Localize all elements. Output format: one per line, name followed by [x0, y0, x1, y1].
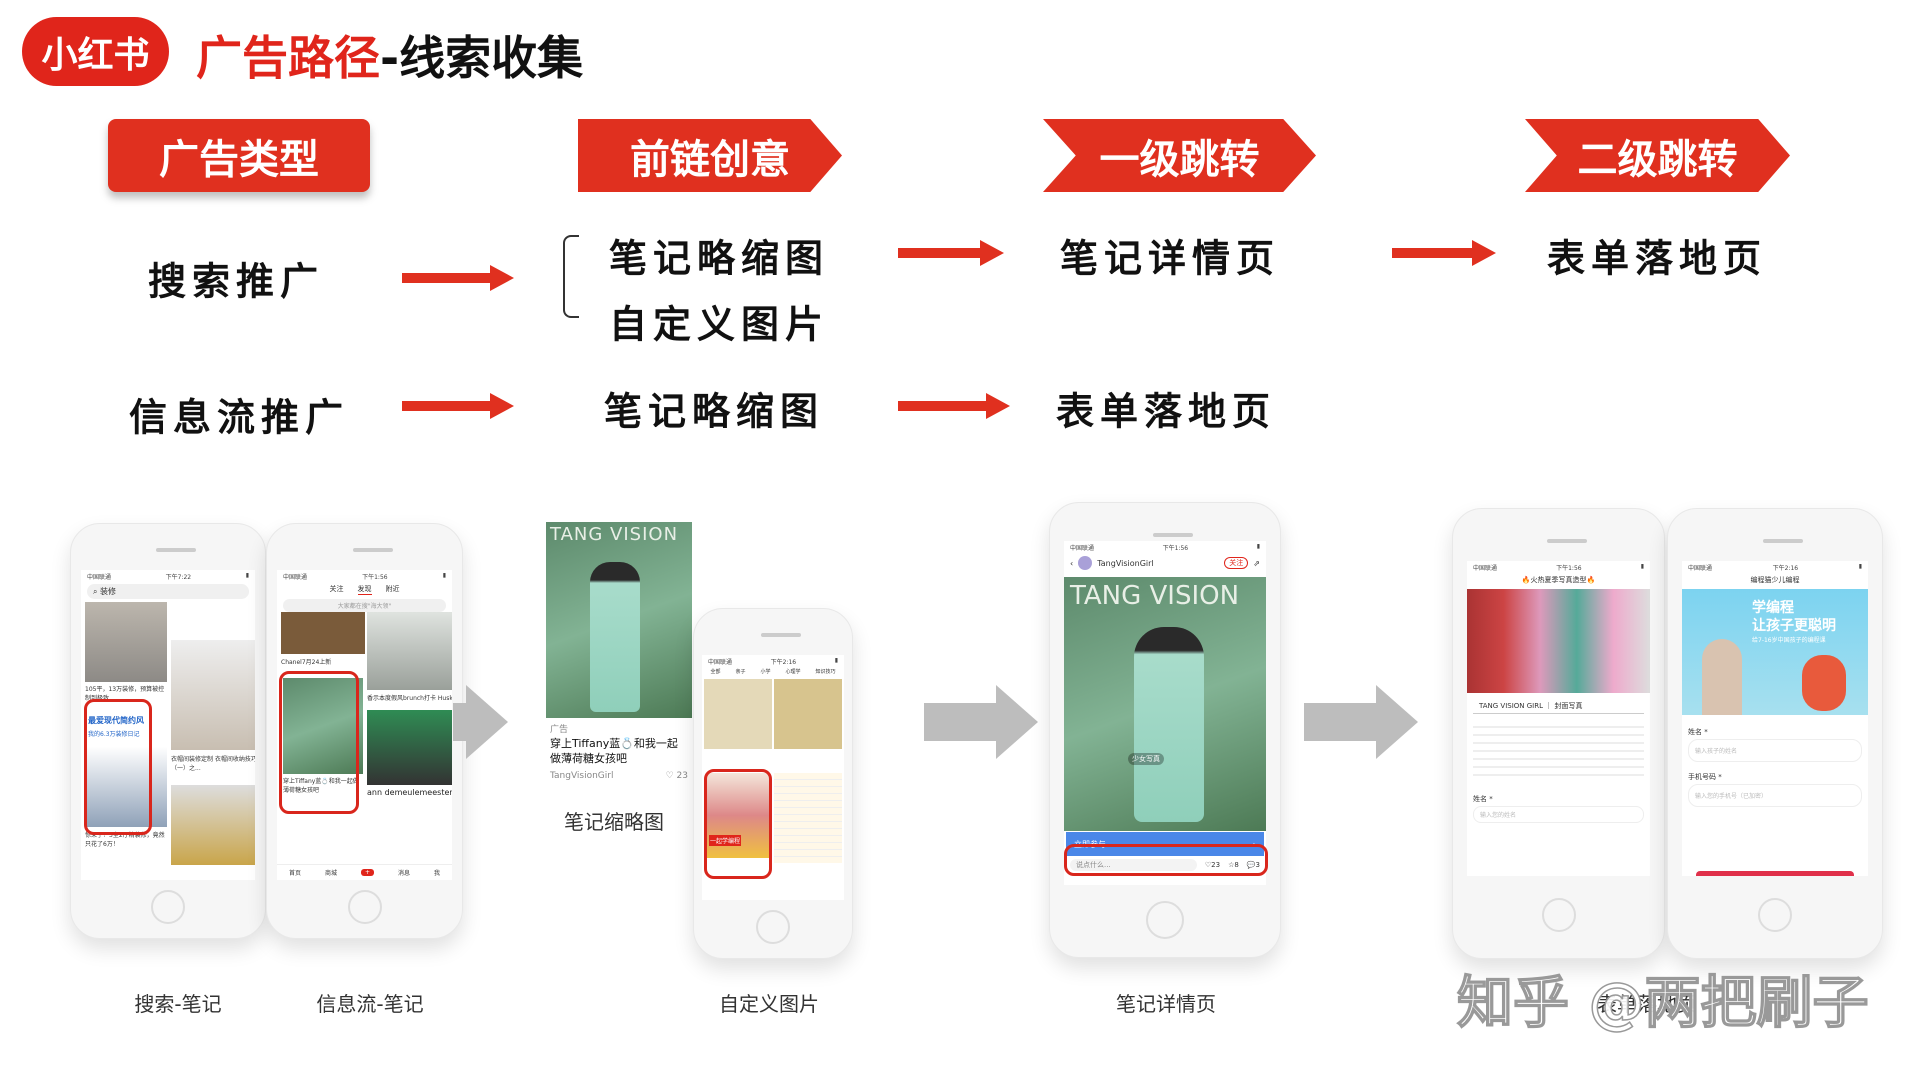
cartoon-image	[774, 679, 842, 749]
bags-image	[281, 612, 365, 654]
feed-item-title: ann demeulemeester	[367, 788, 452, 797]
note-detail-phone: 中国联通下午1:56▮ ‹ TangVisionGirl 关注 ⇗ TANG V…	[1049, 502, 1281, 958]
phone-screen: 中国联通下午1:56▮ 🔥火热夏季写真造型🔥 TANG VISION GIRL …	[1467, 561, 1650, 876]
livingroom-image	[171, 785, 255, 865]
caption-search-note: 搜索-笔记	[134, 992, 222, 1016]
star-button[interactable]: ☆8	[1228, 861, 1239, 869]
follow-button[interactable]: 关注	[1224, 557, 1249, 569]
feed-creative-note-thumbnail: 笔记略缩图	[604, 389, 825, 434]
note-image: TANG VISION 少女写真	[1064, 577, 1266, 831]
nav-add[interactable]: +	[360, 869, 374, 876]
back-icon[interactable]: ‹	[1070, 558, 1074, 568]
note-thumbnail-card[interactable]: TANG VISION 广告 穿上Tiffany蓝💍和我一起做薄荷糖女孩吧 Ta…	[546, 522, 692, 804]
caption-note-thumbnail: 笔记缩略图	[564, 810, 664, 834]
search-input[interactable]: ⌕ 装修	[87, 584, 249, 599]
table-image	[774, 773, 842, 863]
nav-mall[interactable]: 商城	[324, 870, 337, 877]
caption-form-landing: 表单落地页	[1597, 992, 1697, 1016]
home-button	[1541, 898, 1576, 932]
phone-screen: 中国联通下午7:22▮ ⌕ 装修 105平，13万装修，预算被控制到极致 衣帽间…	[81, 570, 255, 880]
landing-page-phone-1: 中国联通下午1:56▮ 🔥火热夏季写真造型🔥 TANG VISION GIRL …	[1452, 508, 1665, 959]
author[interactable]: TangVisionGirl	[550, 770, 614, 781]
home-button	[1758, 898, 1792, 932]
bottom-nav: 首页 商城 + 消息 我	[277, 864, 452, 880]
feed-note-phone: 中国联通下午1:56▮ 关注 发现 附近 大家都在搜"海大领" Chanel7月…	[266, 523, 463, 939]
caption-custom-image: 自定义图片	[719, 992, 819, 1016]
nav-home[interactable]: 首页	[288, 870, 301, 877]
phone-screen: 中国联通下午2:16▮ 全部亲子小学心理学知识技巧 一起学编程	[702, 655, 844, 900]
first-jump-note-detail: 笔记详情页	[1060, 236, 1281, 281]
name-input[interactable]: 输入您的姓名	[1473, 806, 1644, 823]
woman-image	[367, 612, 452, 690]
tab-follow[interactable]: 关注	[329, 585, 344, 593]
zhihu-watermark: 知乎 @两把刷子	[1456, 970, 1869, 1037]
share-icon[interactable]: ⇗	[1253, 558, 1260, 568]
cartoon-image	[704, 679, 772, 749]
likes[interactable]: ♡ 23	[665, 770, 688, 781]
comment-button[interactable]: 💬3	[1246, 861, 1260, 869]
caption-note-detail: 笔记详情页	[1116, 992, 1216, 1016]
red-arrow-icon	[402, 265, 514, 291]
nav-messages[interactable]: 消息	[397, 870, 410, 877]
avatar[interactable]	[1078, 556, 1093, 570]
like-button[interactable]: ♡23	[1204, 861, 1221, 869]
feed-promo-label: 信息流推广	[129, 395, 350, 440]
photo-grid	[1467, 589, 1650, 693]
header-second-jump: 二级跳转	[1525, 119, 1790, 192]
search-input[interactable]: 大家都在搜"海大领"	[283, 599, 446, 612]
header-first-jump: 一级跳转	[1043, 119, 1316, 192]
room-image	[85, 602, 167, 682]
ad-note-image[interactable]: 最爱现代简约风 我的6.3万装修日记	[85, 712, 167, 827]
tab-nearby[interactable]: 附近	[385, 585, 400, 593]
header-ad-type: 广告类型	[108, 119, 370, 192]
landing-page-phone-2: 中国联通下午2:16▮ 编程猫少儿编程 学编程 让孩子更聪明 给7-16岁中国孩…	[1667, 508, 1883, 959]
closet-image	[171, 640, 255, 750]
bracket-icon	[563, 235, 579, 318]
phone-screen: 中国联通下午1:56▮ ‹ TangVisionGirl 关注 ⇗ TANG V…	[1064, 541, 1266, 885]
second-jump-form-landing: 表单落地页	[1547, 236, 1768, 281]
coding-banner: 学编程 让孩子更聪明 给7-16岁中国孩子的编程课	[1682, 589, 1868, 715]
caption-feed-note: 信息流-笔记	[316, 992, 424, 1016]
note-cover-image: TANG VISION	[546, 522, 692, 718]
red-arrow-icon	[898, 240, 1004, 266]
gray-arrow-icon	[1304, 685, 1418, 759]
red-arrow-icon	[898, 393, 1010, 419]
title-rest: -线索收集	[380, 31, 584, 85]
title-highlight: 广告路径	[196, 31, 380, 85]
home-button	[756, 910, 790, 944]
xiaohongshu-logo: 小红书	[22, 17, 169, 86]
phone-input[interactable]: 输入您的手机号（已加密）	[1688, 784, 1862, 807]
search-promo-label: 搜索推广	[148, 259, 325, 304]
tang-vision-ad-image[interactable]	[283, 678, 363, 774]
home-button	[151, 890, 185, 924]
search-note-phone: 中国联通下午7:22▮ ⌕ 装修 105平，13万装修，预算被控制到极致 衣帽间…	[70, 523, 266, 939]
phone-screen: 中国联通下午2:16▮ 编程猫少儿编程 学编程 让孩子更聪明 给7-16岁中国孩…	[1682, 561, 1868, 876]
home-button	[347, 890, 382, 924]
gray-arrow-icon	[453, 685, 508, 759]
submit-button[interactable]	[1696, 871, 1854, 876]
shoes-image	[367, 710, 452, 785]
tab-discover[interactable]: 发现	[357, 585, 372, 595]
red-arrow-icon	[1392, 240, 1496, 266]
tag[interactable]: 少女写真	[1128, 753, 1164, 765]
child-name-input[interactable]: 输入孩子的姓名	[1688, 739, 1862, 762]
header-front-creative: 前链创意	[578, 119, 842, 192]
red-arrow-icon	[402, 393, 514, 419]
phone-screen: 中国联通下午1:56▮ 关注 发现 附近 大家都在搜"海大领" Chanel7月…	[277, 570, 452, 880]
nav-me[interactable]: 我	[433, 870, 440, 877]
custom-ad-image[interactable]: 一起学编程	[706, 773, 770, 858]
creative-custom-image: 自定义图片	[609, 302, 830, 347]
comment-input[interactable]: 说点什么...	[1070, 859, 1197, 871]
gray-arrow-icon	[924, 685, 1038, 759]
page-title: 广告路径-线索收集	[196, 22, 583, 88]
creative-note-thumbnail: 笔记略缩图	[609, 236, 830, 281]
home-button	[1146, 901, 1184, 939]
feed-first-jump-form-landing: 表单落地页	[1056, 389, 1277, 434]
custom-image-phone: 中国联通下午2:16▮ 全部亲子小学心理学知识技巧 一起学编程	[693, 608, 853, 959]
